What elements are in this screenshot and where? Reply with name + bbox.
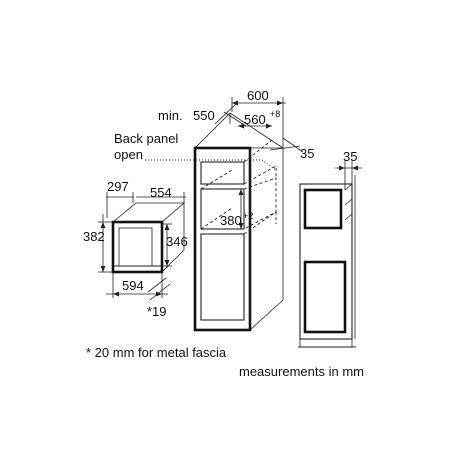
label-back-panel-line1: Back panel (114, 131, 178, 146)
label-niche-width: 560 (244, 112, 266, 127)
side-dimensions (335, 160, 362, 190)
label-appliance-base-width: 594 (122, 278, 144, 293)
cabinet-lower-niche (200, 233, 245, 321)
label-appliance-inner-height: 346 (166, 234, 188, 249)
label-min-depth: 550 (193, 108, 215, 123)
label-appliance-height: 382 (83, 229, 105, 244)
side-section-view (298, 175, 356, 348)
note-units: measurements in mm (239, 364, 364, 379)
label-min-prefix: min. (158, 108, 183, 123)
cabinet-upper-niche (200, 161, 245, 185)
label-cabinet-offset: 35 (300, 146, 314, 161)
label-back-panel-line2: open (114, 147, 143, 162)
cabinet-appliance-niche (200, 188, 245, 230)
appliance-drawing (111, 202, 186, 274)
label-niche-height-tolerance: +2 (243, 211, 253, 221)
side-lower-cupboard (303, 260, 347, 334)
label-appliance-width: 554 (150, 185, 172, 200)
cabinet-dimensions (145, 97, 304, 229)
appliance-dimensions (98, 192, 186, 301)
appliance-door (118, 227, 153, 267)
cabinet-front (193, 146, 252, 332)
side-appliance-niche (303, 188, 343, 230)
label-fascia-offset: *19 (147, 304, 167, 319)
label-appliance-depth: 297 (107, 179, 129, 194)
appliance-side (161, 203, 185, 273)
appliance-top (112, 202, 186, 223)
label-niche-width-tolerance: +8 (270, 109, 280, 119)
label-niche-height: 380 (220, 213, 242, 228)
label-side-offset: 35 (343, 149, 357, 164)
note-fascia: * 20 mm for metal fascia (86, 345, 227, 360)
tall-cabinet-drawing (193, 112, 285, 332)
appliance-front (111, 220, 164, 274)
label-cabinet-width: 600 (247, 88, 269, 103)
